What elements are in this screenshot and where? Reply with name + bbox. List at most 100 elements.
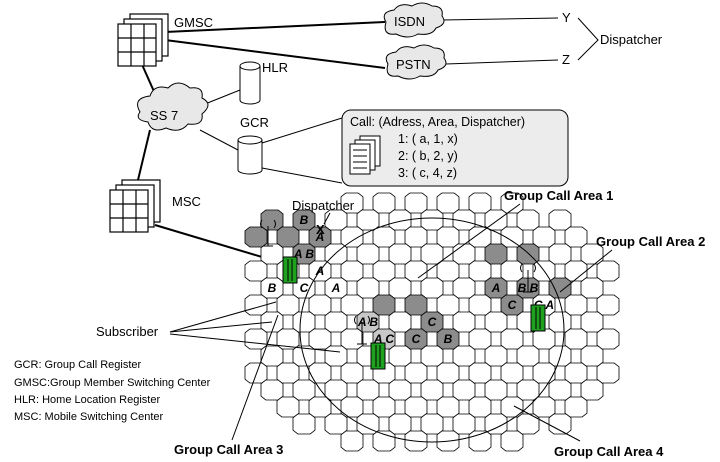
- bts-1: [260, 219, 298, 284]
- radio-cell: [516, 379, 540, 401]
- radio-cell: [244, 328, 268, 350]
- cell-group-letter: B: [268, 281, 277, 295]
- link-pstn-z: [445, 59, 559, 65]
- radio-cell: [324, 345, 348, 367]
- isdn-cloud-icon: [383, 2, 445, 38]
- ss7-cloud-icon: [137, 82, 209, 131]
- group-call-area-4-label: Group Call Area 4: [554, 444, 664, 459]
- link-gmsc-pstn: [164, 39, 386, 69]
- radio-cell: [436, 192, 460, 214]
- dispatcher-right-label: Dispatcher: [600, 32, 663, 47]
- cell-group-letter: A B: [293, 247, 315, 261]
- radio-cell: [276, 294, 300, 316]
- radio-cell: [244, 294, 268, 316]
- radio-cell: [324, 379, 348, 401]
- radio-cell: [308, 396, 332, 418]
- gcr-callbox-bottom: [261, 167, 343, 184]
- radio-cell: [468, 362, 492, 384]
- cell-group-letter: A: [491, 281, 501, 295]
- call-row-3: 3: ( c, 4, z): [398, 166, 457, 180]
- radio-cell: [260, 379, 284, 401]
- radio-cell: [436, 260, 460, 282]
- radio-cell: [404, 294, 428, 316]
- radio-cell: [468, 192, 492, 214]
- radio-cell: [340, 328, 364, 350]
- radio-cell: [292, 413, 316, 435]
- radio-cell: [372, 192, 396, 214]
- gmsc-label: GMSC: [174, 15, 213, 30]
- radio-cell: [404, 260, 428, 282]
- call-register-header: Call: (Adress, Area, Dispatcher): [350, 115, 525, 129]
- radio-cell: [516, 209, 540, 231]
- radio-cell: [340, 260, 364, 282]
- radio-cell: [356, 243, 380, 265]
- y-label: Y: [562, 10, 571, 25]
- cell-grid: BAA BCABCAAB BCC AA BCA CCB: [244, 192, 620, 452]
- dispatcher-pointer: [323, 212, 331, 225]
- radio-cell: [340, 294, 364, 316]
- radio-cell: [340, 430, 364, 452]
- dispatcher-label: Dispatcher: [292, 198, 355, 213]
- radio-cell: [260, 345, 284, 367]
- radio-cell: [244, 226, 268, 248]
- radio-cell: [404, 362, 428, 384]
- document-stack-icon: [349, 135, 381, 175]
- radio-cell: [564, 396, 588, 418]
- radio-cell: [468, 396, 492, 418]
- radio-cell: [404, 226, 428, 248]
- radio-cell: [484, 379, 508, 401]
- area-4-pointer: [513, 405, 581, 442]
- group-call-area-circle: [299, 217, 565, 443]
- cell-group-letter: C: [412, 332, 421, 346]
- radio-cell: [532, 328, 556, 350]
- radio-cell: [564, 328, 588, 350]
- radio-cell: [564, 260, 588, 282]
- area-2-pointer: [559, 249, 613, 293]
- radio-cell: [484, 311, 508, 333]
- legend-gcr: GCR: Group Call Register: [14, 359, 141, 371]
- radio-cell: [548, 209, 572, 231]
- radio-cell: [436, 362, 460, 384]
- gcr-database-icon: [237, 135, 263, 175]
- radio-cell: [452, 345, 476, 367]
- radio-cell: [436, 226, 460, 248]
- radio-cell: [324, 413, 348, 435]
- radio-cell: [468, 328, 492, 350]
- radio-cell: [596, 362, 620, 384]
- radio-cell: [436, 396, 460, 418]
- bts-3-cabinet: [370, 342, 386, 370]
- radio-cell: [356, 209, 380, 231]
- dispatcher-marker: X: [316, 222, 325, 237]
- radio-cell: [564, 294, 588, 316]
- radio-cell: [388, 277, 412, 299]
- radio-cell: [244, 260, 268, 282]
- radio-cell: [372, 260, 396, 282]
- radio-cell: [388, 379, 412, 401]
- y-dispatcher-bracket: [577, 17, 599, 61]
- ss7-label: SS 7: [150, 108, 178, 123]
- radio-cell: [372, 396, 396, 418]
- radio-cell: [468, 294, 492, 316]
- radio-cell: [500, 328, 524, 350]
- group-call-area-3-label: Group Call Area 3: [174, 442, 283, 457]
- link-gmsc-isdn: [164, 21, 386, 33]
- radio-cell: [340, 226, 364, 248]
- radio-cell: [356, 277, 380, 299]
- radio-cell: [308, 294, 332, 316]
- radio-cell: [372, 294, 396, 316]
- radio-cell: [420, 345, 444, 367]
- isdn-label: ISDN: [394, 14, 425, 29]
- antenna-icon: [520, 263, 536, 293]
- bts-2: [520, 263, 546, 332]
- group-call-area-1-label: Group Call Area 1: [504, 188, 613, 203]
- msc-switch-icon: [109, 179, 161, 233]
- radio-cell: [276, 226, 300, 248]
- radio-cell: [580, 311, 604, 333]
- radio-cell: [468, 226, 492, 248]
- link-isdn-y: [441, 17, 559, 21]
- radio-cell: [500, 362, 524, 384]
- radio-cell: [404, 192, 428, 214]
- radio-cell: [244, 362, 268, 384]
- gcr-label: GCR: [240, 115, 269, 130]
- radio-cell: [548, 311, 572, 333]
